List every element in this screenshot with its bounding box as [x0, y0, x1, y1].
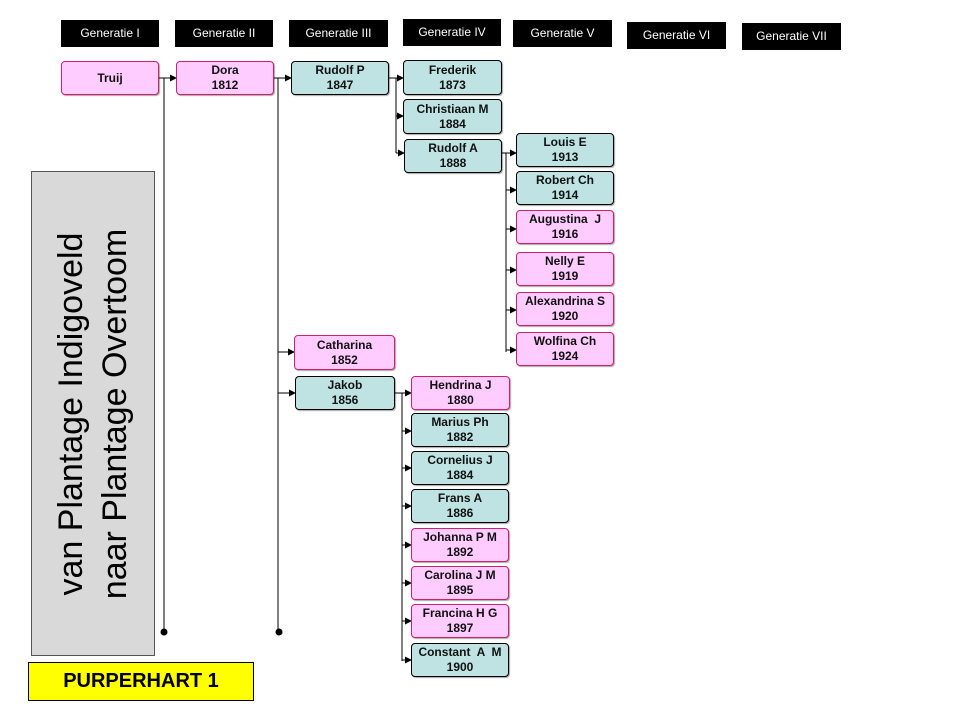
- person-name: Nelly E: [544, 254, 586, 268]
- person-year: 1852: [331, 352, 358, 367]
- person-year: 1886: [446, 506, 474, 520]
- person-name: Marius Ph: [431, 415, 489, 429]
- person-year: 1913: [551, 150, 579, 164]
- purperhart-badge: PURPERHART 1: [28, 662, 254, 701]
- person-name: Truij: [97, 70, 123, 85]
- person-name: Augustina J: [528, 212, 601, 226]
- person-year: 1812: [211, 78, 239, 92]
- person-hendrina-j: Hendrina J 1880: [411, 376, 510, 410]
- generation-label-5: Generatie V: [513, 20, 612, 47]
- person-name: Johanna P M: [423, 530, 497, 544]
- person-name: Alexandrina S: [524, 294, 606, 308]
- person-robert-ch: Robert Ch 1914: [516, 171, 614, 205]
- person-name: Carolina J M: [424, 568, 496, 582]
- person-year: 1856: [331, 393, 359, 407]
- person-frans-a: Frans A 1886: [411, 489, 509, 523]
- person-year: 1916: [551, 227, 579, 241]
- person-name: Francina H G: [422, 606, 498, 620]
- person-louis-e: Louis E 1913: [516, 133, 614, 167]
- person-cornelius-j: Cornelius J 1884: [411, 451, 509, 485]
- vertical-title: van Plantage Indigoveld naar Plantage Ov…: [49, 174, 137, 654]
- person-year: 1919: [551, 269, 579, 283]
- trunk-end-dot-dora: [275, 628, 283, 636]
- person-year: 1884: [446, 468, 474, 482]
- person-name: Christiaan M: [416, 101, 489, 116]
- generation-label-3: Generatie III: [289, 20, 388, 47]
- person-year: 1914: [551, 188, 579, 202]
- person-catharina: Catharina 1852: [294, 335, 395, 370]
- person-name: Frederik: [428, 62, 477, 77]
- person-johanna-p-m: Johanna P M 1892: [411, 528, 509, 562]
- person-wolfina-ch: Wolfina Ch 1924: [516, 332, 614, 366]
- generation-label-2: Generatie II: [175, 20, 273, 47]
- person-year: 1882: [446, 430, 474, 444]
- person-jakob: Jakob 1856: [295, 376, 395, 410]
- person-year: 1895: [446, 583, 474, 597]
- person-year: 1897: [446, 621, 474, 635]
- person-name: Wolfina Ch: [533, 334, 597, 348]
- person-christiaan-m: Christiaan M 1884: [403, 99, 502, 134]
- person-year: 1924: [551, 349, 579, 363]
- person-name: Louis E: [543, 135, 587, 149]
- person-year: 1873: [439, 77, 466, 92]
- person-name: Frans A: [437, 491, 483, 505]
- person-francina-h-g: Francina H G 1897: [411, 604, 509, 638]
- person-name: Rudolf P: [315, 63, 365, 77]
- person-name: Dora: [211, 63, 239, 77]
- person-name: Hendrina J: [429, 378, 492, 392]
- person-name: Constant A M: [418, 645, 502, 659]
- person-year: 1884: [439, 116, 466, 131]
- person-year: 1888: [439, 156, 467, 170]
- generation-label-7: Generatie VII: [742, 23, 841, 50]
- person-year: 1920: [551, 309, 579, 323]
- person-truij: Truij: [61, 61, 159, 95]
- generation-label-1: Generatie I: [61, 20, 159, 47]
- person-name: Jakob: [327, 378, 363, 392]
- generation-label-4: Generatie IV: [403, 19, 501, 46]
- person-year: 1900: [446, 660, 474, 674]
- person-name: Robert Ch: [536, 173, 594, 187]
- vertical-title-box: van Plantage Indigoveld naar Plantage Ov…: [31, 171, 155, 656]
- person-rudolf-a: Rudolf A 1888: [404, 139, 502, 173]
- person-name: Catharina: [316, 337, 373, 352]
- person-year: 1847: [326, 78, 354, 92]
- person-frederik: Frederik 1873: [403, 60, 502, 95]
- title-line-2: naar Plantage Overtoom: [96, 228, 134, 599]
- person-dora: Dora 1812: [176, 61, 274, 95]
- generation-label-6: Generatie VI: [627, 22, 726, 49]
- title-line-1: van Plantage Indigoveld: [52, 232, 90, 595]
- person-constant-a-m: Constant A M 1900: [411, 643, 509, 677]
- person-alexandrina-s: Alexandrina S 1920: [516, 292, 614, 326]
- trunk-end-dot-truij: [160, 628, 168, 636]
- person-augustina-j: Augustina J 1916: [516, 210, 614, 244]
- person-carolina-j-m: Carolina J M 1895: [411, 566, 509, 600]
- person-year: 1880: [447, 393, 474, 407]
- person-name: Cornelius J: [427, 453, 493, 467]
- person-nelly-e: Nelly E 1919: [516, 252, 614, 286]
- person-rudolf-p: Rudolf P 1847: [291, 61, 389, 95]
- person-marius-ph: Marius Ph 1882: [411, 413, 509, 447]
- person-name: Rudolf A: [428, 141, 478, 155]
- person-year: 1892: [446, 545, 474, 559]
